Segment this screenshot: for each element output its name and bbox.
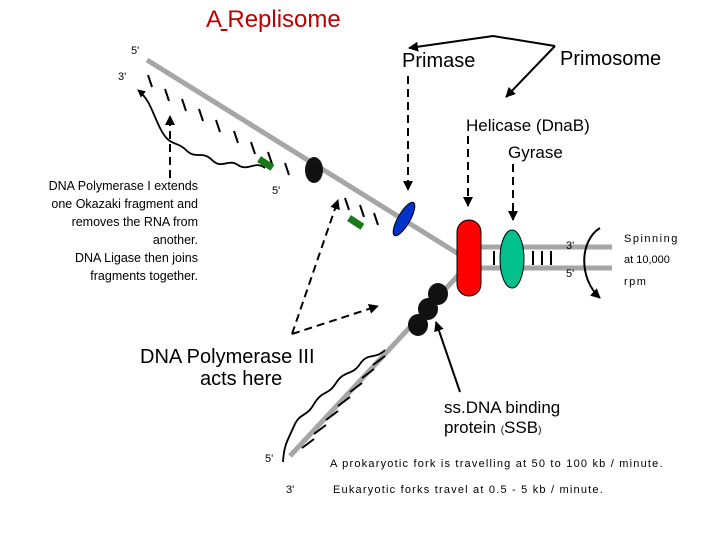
rna-primer-lower bbox=[347, 215, 365, 230]
rna-primer-upper bbox=[257, 156, 275, 171]
gyrase-oval bbox=[499, 229, 525, 289]
ssb-label-line1: ss.DNA binding bbox=[444, 398, 561, 417]
pol3-pointer-to-lower-arrow bbox=[291, 304, 379, 335]
pol1-line: fragments together. bbox=[90, 269, 198, 283]
spinning-unit-label: rpm bbox=[624, 276, 648, 288]
ssb-proteins bbox=[408, 283, 448, 336]
lagging-strand-base-ticks bbox=[301, 355, 386, 449]
pol3-pointer-to-upper-arrow bbox=[291, 199, 340, 335]
spinning-rate-label: at 10,000 bbox=[624, 254, 670, 266]
prokaryotic-fork-note: A prokaryotic fork is travelling at 50 t… bbox=[330, 458, 664, 470]
pol1-line: removes the RNA from bbox=[71, 215, 198, 229]
helicase-shape bbox=[456, 219, 482, 297]
primosome-connector-line bbox=[492, 35, 556, 47]
pol1-line: one Okazaki fragment and bbox=[51, 197, 198, 211]
pol1-line: DNA Polymerase I extends bbox=[48, 179, 198, 193]
spinning-label: Spinning bbox=[624, 233, 679, 245]
strand-end-mid-5: 5' bbox=[272, 185, 281, 197]
ssb-pointer-arrow bbox=[434, 321, 461, 393]
pol3-label-line2: acts here bbox=[200, 368, 283, 390]
primase-label: Primase bbox=[402, 50, 476, 72]
primosome-to-primase-arrow bbox=[408, 35, 494, 52]
strand-end-top-3: 3' bbox=[118, 71, 127, 83]
primosome-label: Primosome bbox=[560, 48, 662, 70]
pol1-line: another. bbox=[152, 233, 198, 247]
ssb-label-line2: protein (SSB) bbox=[444, 418, 542, 437]
duplex-base-ticks bbox=[493, 251, 552, 265]
primosome-to-helicase-arrow bbox=[505, 45, 556, 98]
primase-oval bbox=[392, 201, 416, 237]
pol3-label-line1: DNA Polymerase III bbox=[140, 346, 315, 368]
rotation-arrow bbox=[583, 227, 601, 299]
upper-nascent-strand bbox=[137, 89, 266, 169]
dna-polymerase-iii-upper-oval bbox=[305, 157, 323, 183]
helicase-label: Helicase (DnaB) bbox=[466, 116, 590, 135]
leading-strand-base-ticks bbox=[147, 74, 290, 176]
okazaki-fragment-ticks bbox=[344, 197, 379, 226]
gyrase-label: Gyrase bbox=[508, 143, 563, 162]
strand-end-right-5: 5' bbox=[566, 268, 575, 280]
strand-end-top-5: 5' bbox=[131, 45, 140, 57]
pol1-line: DNA Ligase then joins bbox=[75, 251, 198, 265]
strand-end-right-3: 3' bbox=[566, 240, 575, 252]
diagram-title: A Replisome bbox=[206, 6, 341, 33]
leading-template-strand bbox=[145, 57, 467, 261]
pol1-description: DNA Polymerase I extends one Okazaki fra… bbox=[20, 177, 198, 285]
lower-nascent-strand bbox=[282, 349, 386, 463]
strand-end-bottom-5: 5' bbox=[265, 453, 274, 465]
eukaryotic-fork-note: Eukaryotic forks travel at 0.5 - 5 kb / … bbox=[333, 484, 604, 496]
strand-end-bottom-3: 3' bbox=[286, 484, 295, 496]
